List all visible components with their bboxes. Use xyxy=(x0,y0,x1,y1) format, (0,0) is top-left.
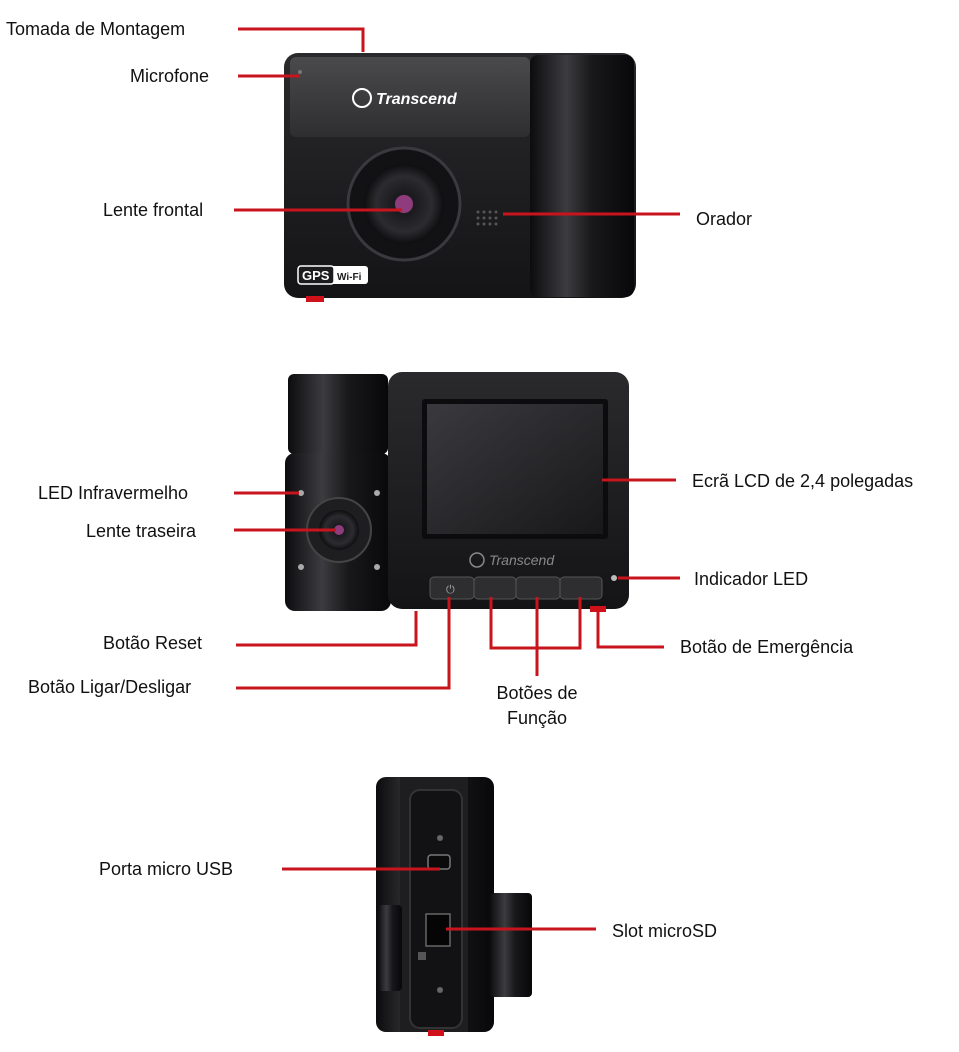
side-view-device xyxy=(376,777,532,1036)
led-indicator-light xyxy=(611,575,617,581)
label-mount-socket: Tomada de Montagem xyxy=(6,19,186,39)
label-front-lens: Lente frontal xyxy=(103,200,204,220)
label-emergency-button: Botão de Emergência xyxy=(680,637,854,657)
function-button xyxy=(515,576,561,600)
front-brand-text: Transcend xyxy=(376,91,458,108)
label-reset-button: Botão Reset xyxy=(103,633,203,653)
ir-led-icon xyxy=(298,564,304,570)
speaker-grille xyxy=(476,210,498,226)
label-rear-lens: Lente traseira xyxy=(86,521,197,541)
ir-led-icon xyxy=(298,490,304,496)
back-brand-text: Transcend xyxy=(489,552,555,568)
label-function-buttons-line1: Botões de xyxy=(496,683,578,703)
back-view-device: Transcend ⏻ xyxy=(285,372,629,612)
front-side-cylinder xyxy=(530,55,634,297)
side-port-panel xyxy=(409,789,463,1029)
label-infrared-led: LED Infravermelho xyxy=(38,483,189,503)
function-button xyxy=(559,576,603,600)
leader-line-power xyxy=(236,597,451,690)
gps-badge-text: GPS xyxy=(302,268,330,283)
label-microsd-slot: Slot microSD xyxy=(612,921,718,941)
ir-led-icon xyxy=(374,490,380,496)
microsd-slot-icon xyxy=(425,913,451,947)
label-microphone: Microfone xyxy=(130,66,210,86)
front-top-panel xyxy=(290,57,530,137)
brand-logo-icon xyxy=(469,552,485,568)
leader-lines xyxy=(234,27,680,931)
ir-led-icon xyxy=(374,564,380,570)
label-lcd-screen: Ecrã LCD de 2,4 polegadas xyxy=(692,471,914,491)
label-power-button: Botão Ligar/Desligar xyxy=(28,677,192,697)
micro-usb-port-icon xyxy=(427,854,451,870)
label-speaker: Orador xyxy=(696,209,753,229)
side-emergency-tab xyxy=(428,1030,444,1036)
leader-line-reset xyxy=(236,611,418,647)
label-function-buttons-line2: Função xyxy=(506,708,568,728)
front-view-device: Transcend GPS Wi-Fi xyxy=(284,53,636,302)
rear-top-cylinder xyxy=(288,374,388,454)
lcd-screen xyxy=(427,404,603,534)
wifi-badge-text: Wi-Fi xyxy=(337,272,362,283)
emergency-button-tab xyxy=(590,606,606,612)
front-emergency-tab xyxy=(306,296,324,302)
leader-line-mount-socket xyxy=(238,27,365,52)
brand-logo-icon xyxy=(352,88,372,108)
label-micro-usb-port: Porta micro USB xyxy=(99,859,234,879)
function-button xyxy=(473,576,517,600)
power-icon: ⏻ xyxy=(446,583,455,596)
leader-line-emergency xyxy=(596,611,664,649)
microphone-hole xyxy=(298,70,302,74)
label-led-indicator: Indicador LED xyxy=(694,569,809,589)
side-lens-barrel xyxy=(490,893,532,997)
